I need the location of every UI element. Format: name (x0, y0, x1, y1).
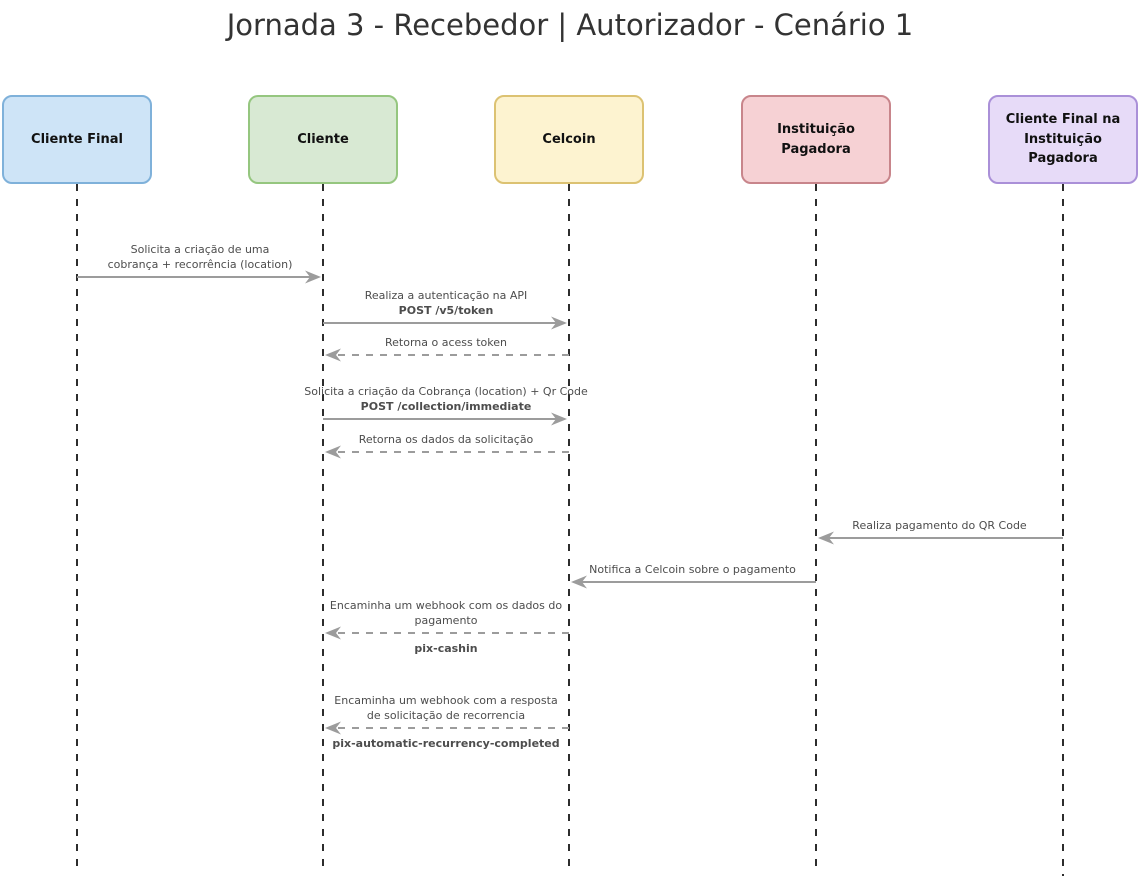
message-label-8: Encaminha um webhook com a resposta de so… (334, 693, 557, 723)
actor-cliente-final-na-instituicao-pagadora: Cliente Final na Instituição Pagadora (988, 95, 1138, 184)
message-label-2: Retorna o acess token (385, 335, 507, 350)
diagram-title: Jornada 3 - Recebedor | Autorizador - Ce… (226, 8, 914, 42)
message-label-6: Notifica a Celcoin sobre o pagamento (589, 562, 796, 577)
message-label-5: Realiza pagamento do QR Code (852, 518, 1026, 533)
actor-label: Instituição Pagadora (777, 122, 855, 157)
actor-cliente: Cliente (248, 95, 398, 184)
message-label-0: Solicita a criação de uma cobrança + reco… (108, 242, 293, 272)
message-label-4: Retorna os dados da solicitação (359, 432, 534, 447)
actor-celcoin: Celcoin (494, 95, 644, 184)
message-label-endpoint: POST /collection/immediate (360, 400, 532, 413)
message-webhook-label-8: pix-automatic-recurrency-completed (332, 737, 560, 750)
message-label-3: Solicita a criação da Cobrança (location… (304, 384, 588, 414)
message-label-line: pagamento (414, 614, 478, 627)
message-label-line: Encaminha um webhook com a resposta (334, 694, 558, 707)
actor-label: Cliente (297, 131, 349, 147)
message-label-line: Notifica a Celcoin sobre o pagamento (589, 563, 796, 576)
message-webhook-label-7: pix-cashin (414, 642, 478, 655)
message-arrowhead-3 (551, 412, 567, 426)
message-label-1: Realiza a autenticação na API POST /v5/to… (365, 288, 528, 318)
message-label-endpoint: POST /v5/token (398, 304, 494, 317)
message-label-line: cobrança + recorrência (location) (107, 258, 293, 271)
message-label-line: de solicitação de recorrencia (366, 709, 526, 722)
actor-label: Celcoin (542, 131, 596, 147)
actor-label: Cliente Final (31, 131, 123, 147)
message-label-line: Retorna o acess token (385, 336, 507, 349)
actor-instituicao-pagadora: Instituição Pagadora (741, 95, 891, 184)
message-label-line: Solicita a criação da Cobrança (location… (304, 385, 588, 398)
message-arrowhead-4 (325, 445, 341, 459)
message-arrowhead-0 (305, 270, 321, 284)
message-label-line: Encaminha um webhook com os dados do (329, 599, 563, 612)
actor-cliente-final: Cliente Final (2, 95, 152, 184)
message-arrowhead-1 (551, 316, 567, 330)
message-label-line: Realiza pagamento do QR Code (852, 519, 1027, 532)
message-arrowhead-7 (325, 626, 341, 640)
message-label-line: Retorna os dados da solicitação (358, 433, 534, 446)
message-arrowhead-8 (325, 721, 341, 735)
message-arrowhead-5 (818, 531, 834, 545)
message-label-7: Encaminha um webhook com os dados do paga… (330, 598, 562, 628)
message-arrowhead-6 (571, 575, 587, 589)
message-label-line: Solicita a criação de uma (130, 243, 270, 256)
message-arrowhead-2 (325, 348, 341, 362)
actor-label: Cliente Final na Instituição Pagadora (1005, 112, 1121, 167)
message-label-line: Realiza a autenticação na API (364, 289, 528, 302)
